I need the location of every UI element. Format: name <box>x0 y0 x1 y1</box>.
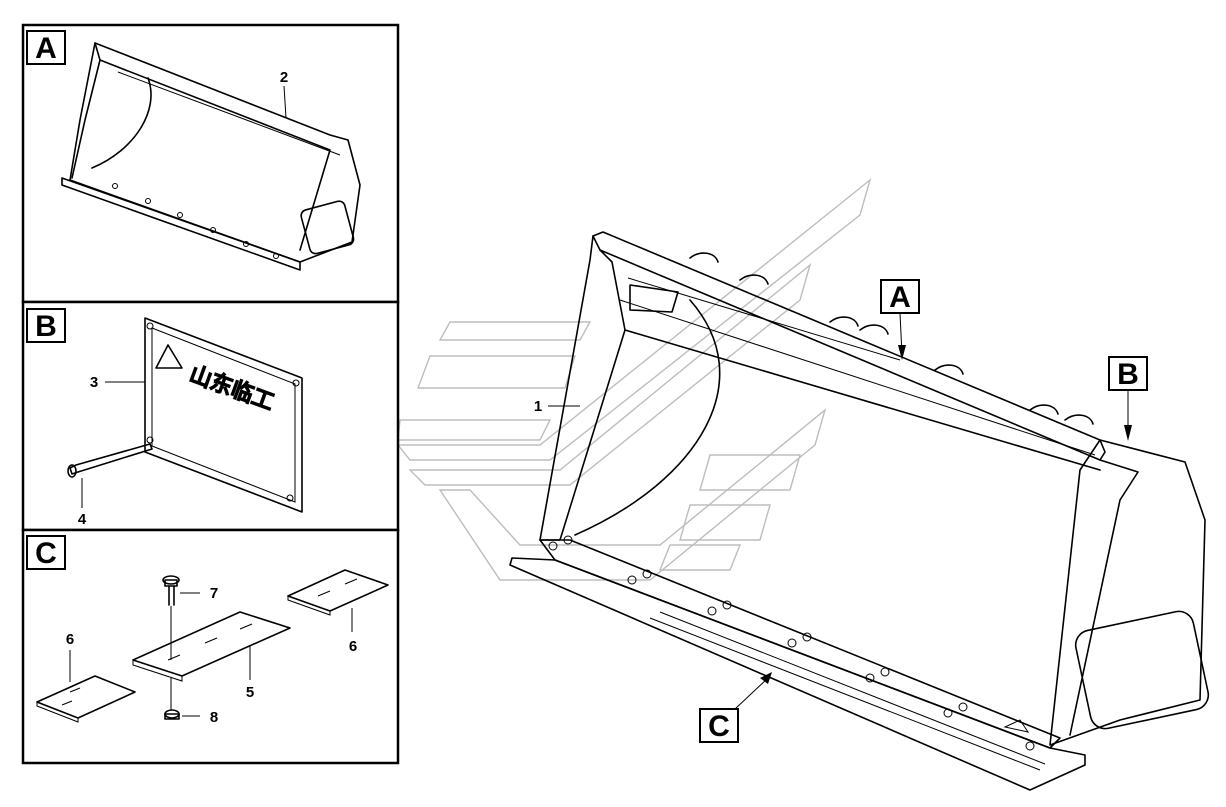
panel-c-frame <box>21 528 400 765</box>
part-label-1: 1 <box>534 398 542 415</box>
callout-b-box <box>1108 356 1148 391</box>
bolt-drawing <box>67 443 153 478</box>
panel-a-frame <box>21 23 400 304</box>
nut-8-drawing <box>164 678 180 720</box>
panel-a-label-box <box>26 30 66 65</box>
part-label-3: 3 <box>90 374 98 391</box>
panel-b-frame <box>21 300 400 532</box>
panel-b-label-box <box>26 308 66 343</box>
logo-triangle-icon <box>155 344 183 369</box>
part-label-2: 2 <box>280 69 288 86</box>
wear-plate-center <box>132 611 291 682</box>
part-label-6a: 6 <box>66 631 74 648</box>
part-label-7: 7 <box>210 585 218 602</box>
callout-a-label: A <box>889 281 911 314</box>
part-label-4: 4 <box>78 511 87 528</box>
watermark-logo <box>396 178 872 581</box>
leader-2 <box>283 85 287 119</box>
callout-a-arrowhead <box>898 345 906 360</box>
callout-c-box <box>699 708 739 743</box>
panel-c-label-box <box>26 535 66 570</box>
part-label-5: 5 <box>246 684 254 701</box>
part-label-6b: 6 <box>349 638 357 655</box>
logo-mark-icon <box>1003 719 1030 733</box>
panel-c-label: C <box>35 537 57 570</box>
callout-b-arrowhead <box>1124 425 1132 441</box>
callout-b-label: B <box>1117 358 1139 391</box>
wear-plate-right <box>287 569 389 616</box>
bolt-7-drawing <box>162 575 180 660</box>
part-label-8: 8 <box>210 709 218 726</box>
callout-c-label: C <box>708 710 730 743</box>
bucket-small-drawing <box>61 42 361 271</box>
bucket-main-drawing <box>509 231 1210 791</box>
panel-a-label: A <box>35 32 57 65</box>
callout-c-arrow <box>734 677 769 710</box>
callout-c-arrowhead <box>760 672 772 684</box>
wear-plate-left <box>36 675 136 723</box>
callout-a-box <box>880 279 920 314</box>
panel-b-label: B <box>35 310 57 343</box>
